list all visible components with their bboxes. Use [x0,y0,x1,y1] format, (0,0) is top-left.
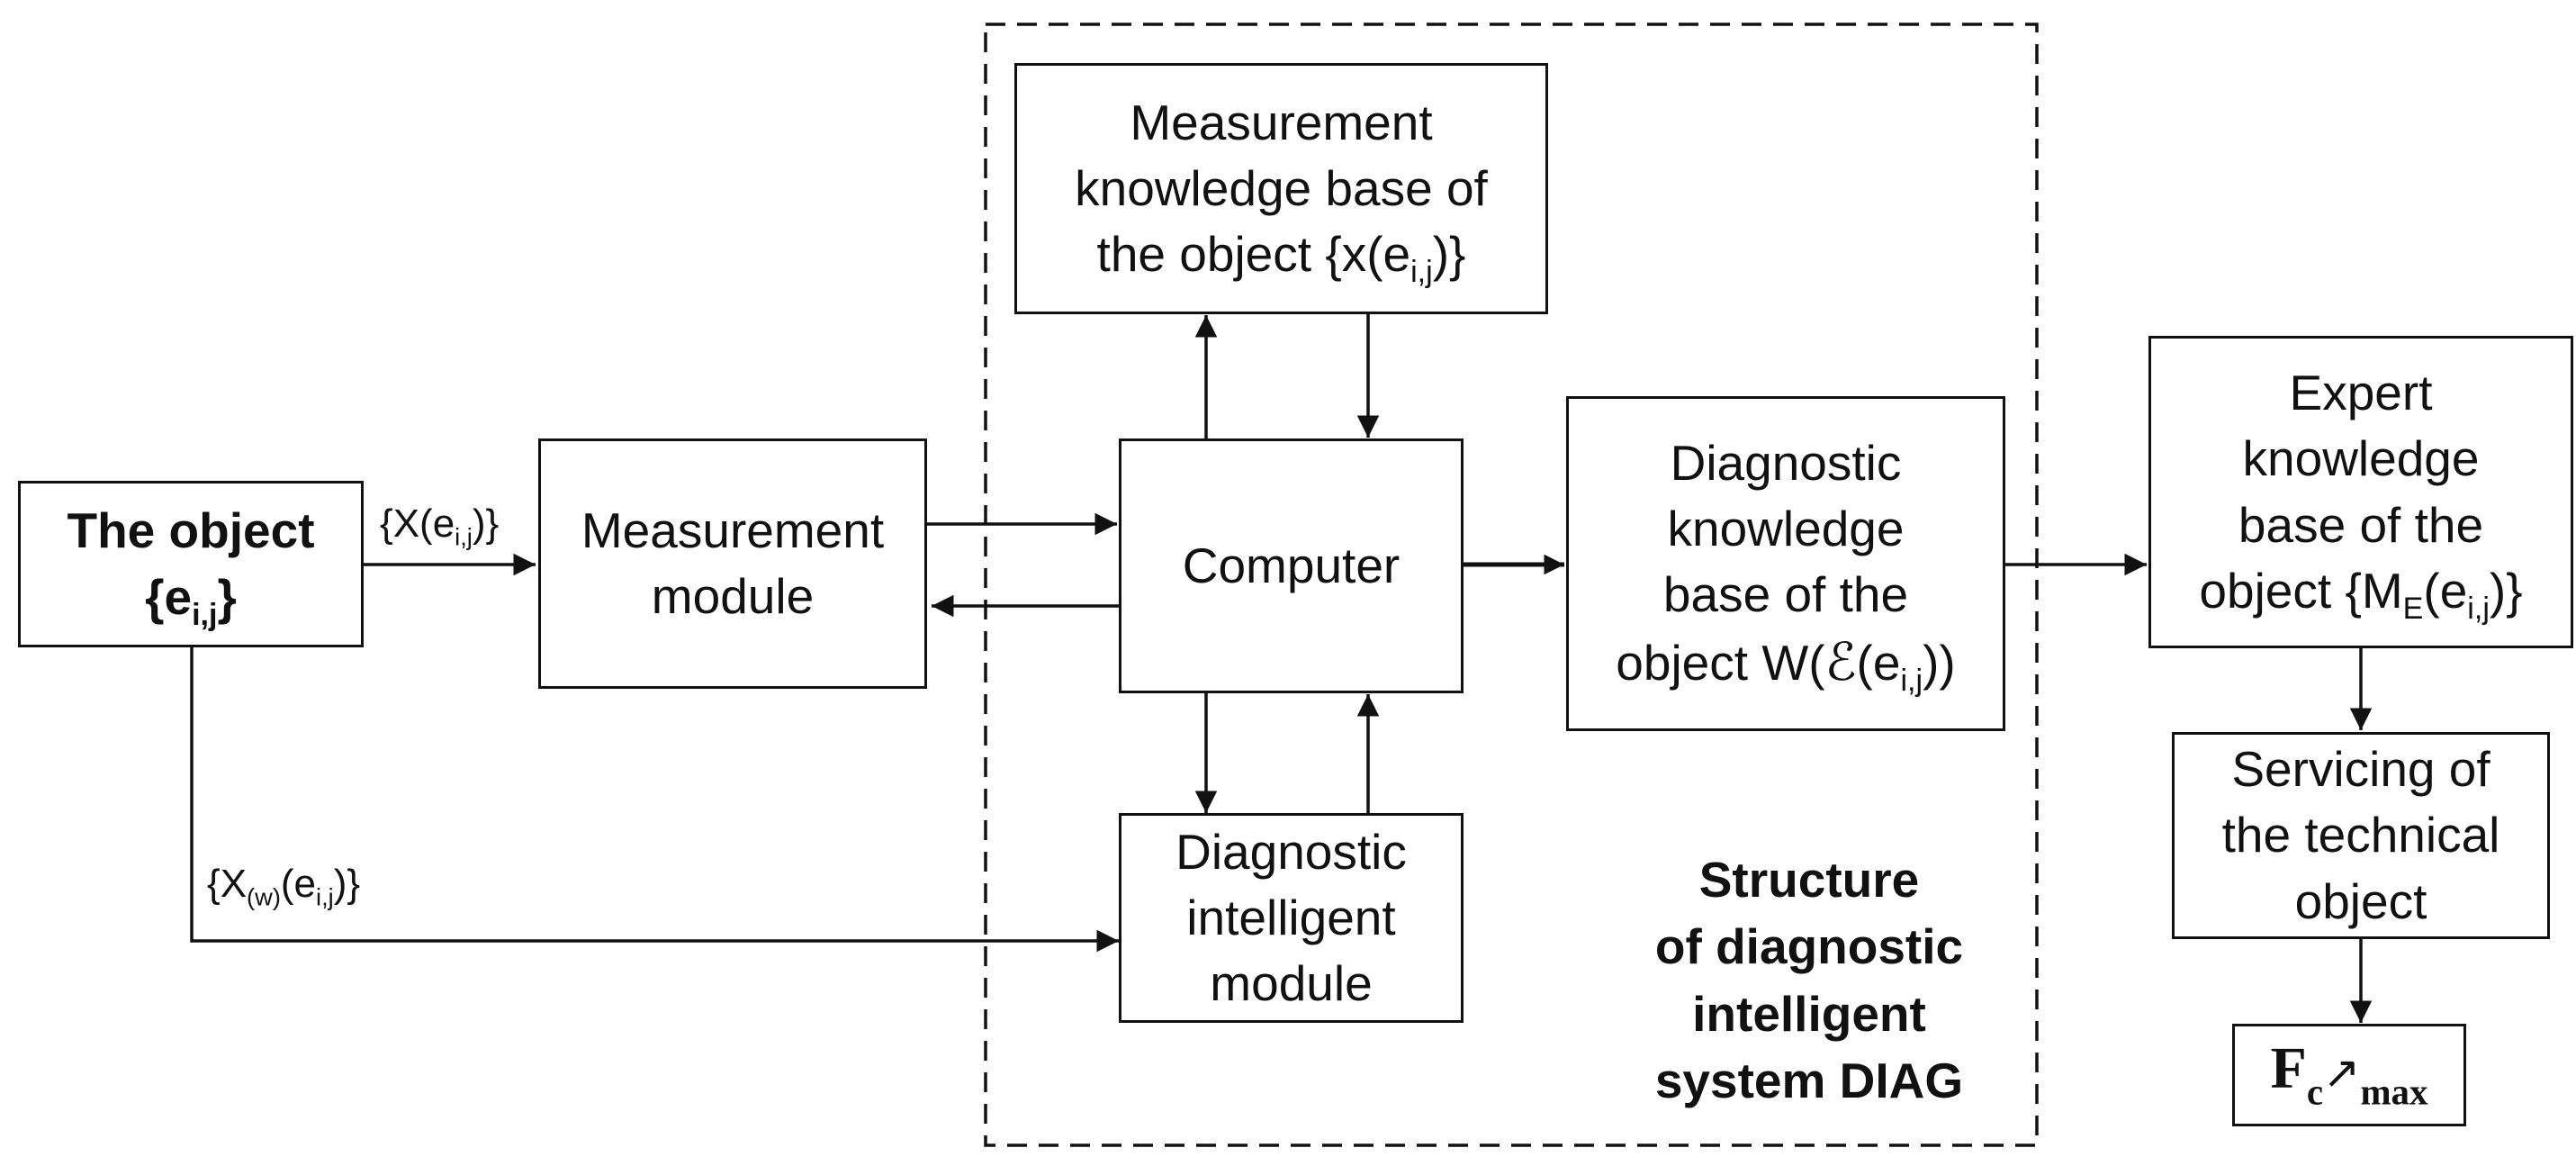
servicing-box: Servicing of the technical object [2172,732,2550,939]
arrow-object-to-intelligent-module [190,646,1119,953]
measurement-module-label-2: module [651,568,815,624]
expert-kb-label-4: object {ME(ei,j)} [2199,562,2523,626]
measurement-module-box: Measurement module [538,438,927,689]
edge-label-x-eij: {X(ei,j)} [380,502,500,551]
computer-box: Computer [1119,438,1464,693]
system-label-1: Structure [1698,852,1920,908]
servicing-label-2: the technical [2221,807,2500,863]
diagnostic-intelligent-module-box: Diagnostic intelligent module [1119,813,1464,1023]
measurement-kb-box: Measurement knowledge base of the object… [1014,63,1548,314]
measurement-kb-label-3: the object {x(ei,j)} [1096,226,1466,289]
object-title: The object [67,502,315,559]
expert-kb-label-2: knowledge [2242,430,2480,487]
intelligent-module-label-2: intelligent [1186,889,1396,945]
diagnostic-kb-label-3: base of the [1662,566,1909,623]
measurement-kb-label-2: knowledge base of [1075,159,1488,216]
system-label-2: of diagnostic [1654,918,1964,975]
fc-max-box: Fc↗max [2232,1024,2466,1126]
measurement-kb-label-1: Measurement [1130,94,1433,150]
intelligent-module-label-3: module [1210,955,1373,1012]
object-set: {ei,j} [145,568,237,632]
expert-kb-box: Expert knowledge base of the object {ME(… [2148,336,2573,648]
diagnostic-kb-box: Diagnostic knowledge base of the object … [1566,396,2005,731]
servicing-label-3: object [2294,872,2427,929]
fc-max-formula: Fc↗max [2270,1035,2428,1113]
computer-label: Computer [1182,537,1401,593]
system-label: Structure of diagnostic intelligent syst… [1620,846,1998,1114]
servicing-label-1: Servicing of [2231,741,2490,798]
diagnostic-kb-label-4: object W(ℰ(ei,j)) [1616,631,1956,699]
expert-kb-label-1: Expert [2289,365,2433,421]
object-box: The object {ei,j} [18,481,364,647]
edge-label-xw-eij: {X(w)(ei,j)} [207,862,361,911]
system-boundary [984,23,2039,1147]
system-label-3: intelligent [1692,985,1926,1042]
intelligent-module-label-1: Diagnostic [1175,823,1407,880]
measurement-module-label-1: Measurement [581,502,885,558]
system-label-4: system DIAG [1654,1052,1964,1108]
diagnostic-kb-label-1: Diagnostic [1670,434,1902,491]
diagnostic-kb-label-2: knowledge [1667,501,1905,557]
expert-kb-label-3: base of the [2238,496,2484,553]
